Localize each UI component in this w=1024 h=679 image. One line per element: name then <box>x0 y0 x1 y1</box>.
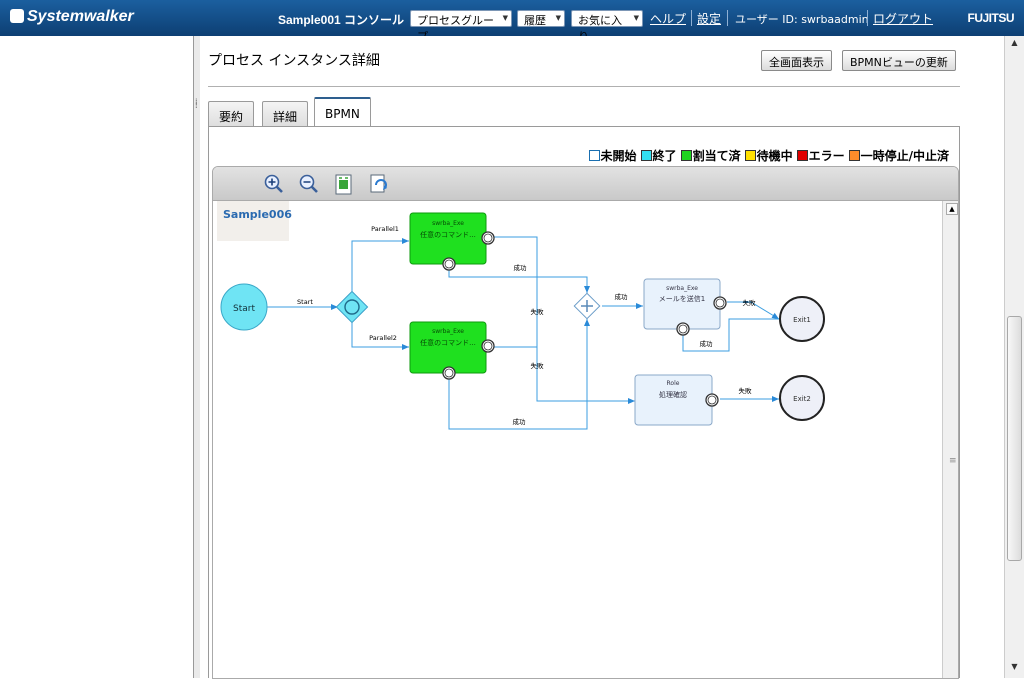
task4-boundary-inner <box>707 395 717 405</box>
user-id-label: ユーザー ID: swrbaadmin <box>735 13 869 26</box>
left-navigation-panel <box>4 36 194 678</box>
status-legend: 未開始終了割当て済待機中エラー一時停止/中止済 <box>585 147 949 164</box>
legend-swatch <box>640 150 652 161</box>
logout-link[interactable]: ログアウト <box>873 12 934 26</box>
favorites-dropdown[interactable]: お気に入り <box>571 10 643 43</box>
exit1-label: Exit1 <box>793 316 811 324</box>
gateway-plus-icon <box>581 300 593 312</box>
page-scroll-up-icon[interactable]: ▲ <box>1011 38 1018 47</box>
header-separator <box>867 10 868 26</box>
process-group-dropdown[interactable]: プロセスグループ <box>410 10 512 43</box>
task1-name-label: 任意のコマンド... <box>420 230 476 239</box>
page-scrollbar[interactable]: ▲ ▼ <box>1004 36 1024 678</box>
gateway-circle-icon <box>344 299 360 315</box>
task2-type-label: swrba_Exe <box>432 328 464 335</box>
app-header: Systemwalker Sample001 コンソール プロセスグループ 履歴… <box>0 0 1024 43</box>
start-event[interactable] <box>220 283 268 331</box>
systemwalker-logo: Systemwalker <box>10 8 134 26</box>
history-dropdown[interactable]: 履歴 <box>517 10 565 27</box>
fullscreen-button[interactable]: 全画面表示 <box>761 50 832 71</box>
panel-splitter[interactable] <box>194 36 200 678</box>
end-event-exit2[interactable] <box>779 375 825 421</box>
task4-name-label: 処理確認 <box>659 390 687 399</box>
tab-summary[interactable]: 要約 <box>208 101 255 126</box>
legend-error: エラー <box>796 149 845 163</box>
flow-parallel1 <box>351 238 409 296</box>
console-title: Sample001 コンソール <box>278 13 405 27</box>
bpmn-viewer: Sample006 <box>212 166 959 679</box>
title-divider <box>208 86 960 87</box>
zoom-in-icon[interactable] <box>263 173 285 195</box>
header-separator <box>727 10 728 26</box>
flow-task3-success <box>682 318 779 352</box>
task3-boundary-inner <box>678 324 688 334</box>
task3-name-label: メールを送信1 <box>659 294 705 303</box>
task3-failure-label: 失敗 <box>743 298 757 307</box>
task3-success-label: 成功 <box>700 339 714 348</box>
help-link[interactable]: ヘルプ <box>650 12 687 26</box>
bpmn-canvas: Sample006 <box>213 201 942 678</box>
task2-name-label: 任意のコマンド... <box>420 338 476 347</box>
task1-boundary-inner <box>483 233 493 243</box>
scroll-up-arrow-icon[interactable]: ▲ <box>946 203 958 215</box>
legend-swatch <box>588 150 600 161</box>
legend-swatch <box>796 150 808 161</box>
main-content: プロセス インスタンス詳細 全画面表示 BPMNビューの更新 要約 詳細 BPM… <box>200 36 1004 679</box>
fujitsu-logo: FUJITSU <box>967 11 1014 25</box>
parallel-split-gateway[interactable] <box>335 290 369 324</box>
page-title: プロセス インスタンス詳細 <box>208 53 380 69</box>
bpmn-tab-panel: 未開始終了割当て済待機中エラー一時停止/中止済 <box>208 126 960 679</box>
fit-page-icon[interactable] <box>333 173 355 195</box>
start-flow-label: Start <box>297 298 313 306</box>
page-scroll-down-icon[interactable]: ▼ <box>1011 662 1018 671</box>
legend-suspended: 一時停止/中止済 <box>848 149 949 163</box>
task2-failure-label: 失敗 <box>531 361 545 370</box>
settings-link[interactable]: 設定 <box>697 12 722 26</box>
refresh-bpmn-button[interactable]: BPMNビューの更新 <box>842 50 956 71</box>
parallel1-label: Parallel1 <box>371 225 399 233</box>
exit2-label: Exit2 <box>793 395 811 403</box>
task1-boundary-inner <box>444 259 454 269</box>
task1-failure-label: 失敗 <box>531 307 545 316</box>
task1-success-label: 成功 <box>514 263 528 272</box>
systemwalker-logo-icon <box>10 9 24 23</box>
task3-type-label: swrba_Exe <box>666 285 698 292</box>
flow-task2-success <box>448 319 590 430</box>
task3-boundary-inner <box>715 298 725 308</box>
legend-waiting: 待機中 <box>744 149 793 163</box>
splitter-grip-icon[interactable]: ⁞⁞ <box>195 97 198 110</box>
legend-swatch <box>680 150 692 161</box>
zoom-out-icon[interactable] <box>298 173 320 195</box>
task4-type-label: Role <box>667 380 680 387</box>
legend-finished: 終了 <box>640 149 677 163</box>
bpmn-diagram: Start Start Parallel1 Parallel2 swrba_Ex… <box>220 212 825 430</box>
refresh-view-icon[interactable] <box>368 173 390 195</box>
task2-success-label: 成功 <box>513 417 527 426</box>
bpmn-toolbar <box>213 167 958 201</box>
flow-task3-failure <box>727 301 780 320</box>
legend-assigned: 割当て済 <box>680 149 741 163</box>
flow-task1-failure <box>494 236 635 404</box>
tab-details[interactable]: 詳細 <box>262 101 309 126</box>
task4-failure-label: 失敗 <box>739 386 753 395</box>
legend-swatch <box>744 150 756 161</box>
canvas-scrollbar[interactable]: ▲ ≡ <box>942 201 958 678</box>
logo-text: Systemwalker <box>27 8 134 25</box>
start-event-label: Start <box>233 304 255 314</box>
header-separator <box>691 10 692 26</box>
scroll-grip-icon: ≡ <box>949 456 957 466</box>
legend-not-started: 未開始 <box>588 149 637 163</box>
legend-swatch <box>848 150 860 161</box>
task2-boundary-inner <box>483 341 493 351</box>
parallel2-label: Parallel2 <box>369 334 397 342</box>
flow-task1-success <box>448 267 590 293</box>
end-event-exit1[interactable] <box>779 296 825 342</box>
task2-boundary-inner <box>444 368 454 378</box>
tab-bpmn[interactable]: BPMN <box>314 97 371 127</box>
join-success-label: 成功 <box>615 292 629 301</box>
page-scroll-thumb[interactable] <box>1007 316 1022 561</box>
process-name-label: Sample006 <box>217 201 292 241</box>
task1-type-label: swrba_Exe <box>432 220 464 227</box>
flow-parallel2 <box>351 318 409 350</box>
